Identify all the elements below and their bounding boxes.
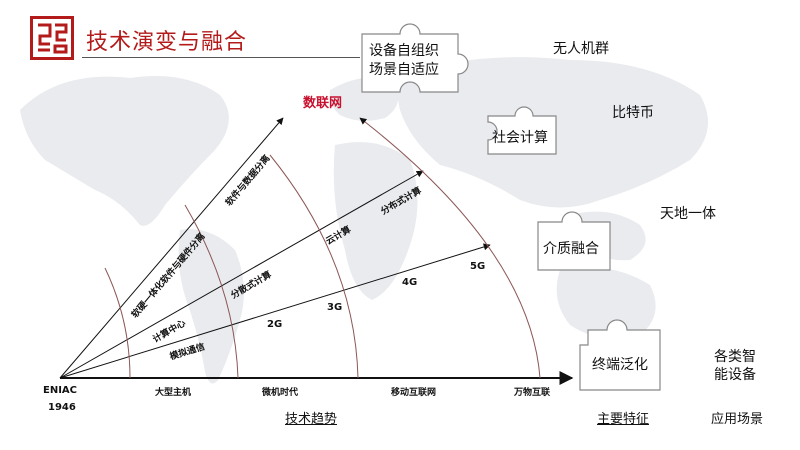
feature-self-organizing: 设备自组织 场景自适应	[369, 43, 439, 78]
feature-terminal-generalization: 终端泛化	[592, 357, 648, 373]
software-hardware-arrow	[59, 117, 284, 379]
origin-name: ENIAC	[43, 385, 77, 396]
puzzle-piece-terminal	[579, 319, 661, 391]
stage-pc: 微机时代	[262, 388, 299, 398]
title-underline	[82, 57, 360, 58]
app-bitcoin: 比特币	[612, 105, 654, 121]
stage-mainframe: 大型主机	[155, 388, 192, 398]
feature-medium-fusion: 介质融合	[543, 241, 599, 257]
era-arc-mobile	[269, 154, 359, 379]
label-3g: 3G	[327, 302, 343, 313]
app-space-ground: 天地一体	[660, 206, 716, 222]
computing-arrow	[59, 170, 424, 379]
feature-social-computing: 社会计算	[492, 130, 548, 146]
page-title: 技术演变与融合	[86, 30, 248, 55]
label-5g: 5G	[470, 261, 486, 272]
section-app-scenario: 应用场景	[711, 412, 764, 427]
era-arc-iot	[359, 117, 541, 379]
era-arc-pc	[184, 204, 239, 379]
puzzle-piece-self-organizing	[361, 23, 469, 93]
era-arc-mainframe	[104, 267, 131, 379]
stage-mobile-internet: 移动互联网	[391, 388, 437, 398]
app-drone-swarm: 无人机群	[553, 41, 609, 57]
puzzle-piece-social	[487, 106, 557, 155]
origin-year: 1946	[48, 402, 76, 413]
peak-label: 数联网	[303, 96, 343, 111]
puzzle-piece-fusion	[537, 211, 611, 271]
label-4g: 4G	[402, 277, 418, 288]
seal-logo-icon	[30, 16, 74, 60]
label-2g: 2G	[267, 319, 283, 330]
stage-iot: 万物互联	[514, 388, 551, 398]
section-main-feature: 主要特征	[597, 412, 650, 427]
section-tech-trend: 技术趋势	[285, 412, 338, 427]
app-smart-devices: 各类智 能设备	[714, 349, 756, 383]
network-arrow	[59, 243, 491, 379]
